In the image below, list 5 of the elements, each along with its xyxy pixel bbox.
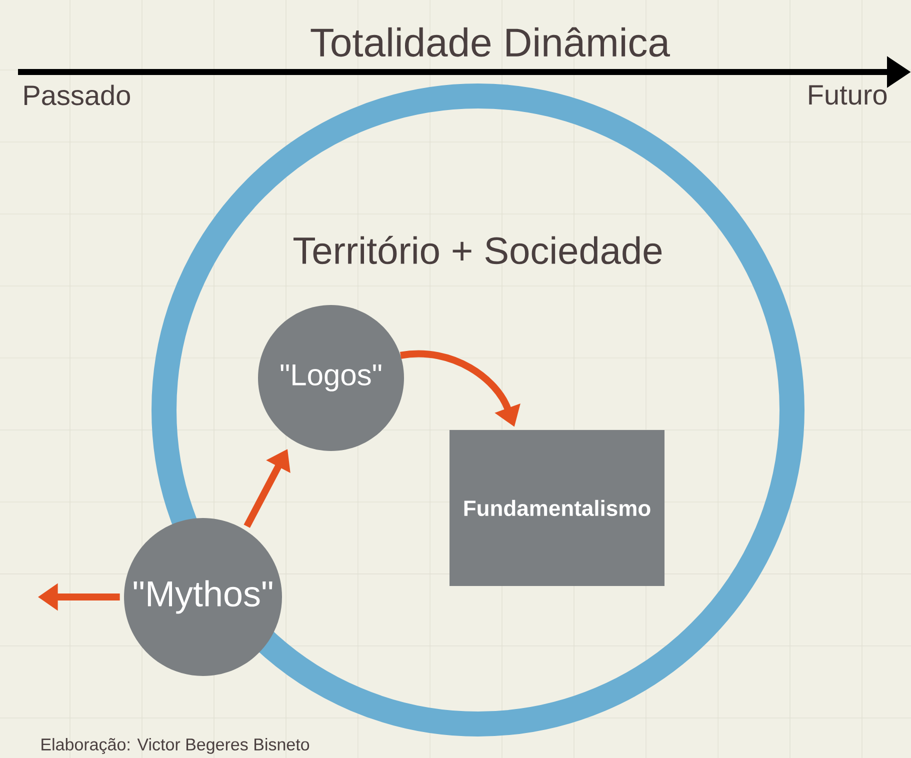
credit-text: Elaboração: Victor Begeres Bisneto xyxy=(42,738,310,754)
title: Totalidade Dinâmica xyxy=(310,27,670,57)
time-label: Futuro xyxy=(809,85,887,105)
box: Fundamentalismo xyxy=(450,430,664,586)
time-label: Passado xyxy=(24,84,130,106)
